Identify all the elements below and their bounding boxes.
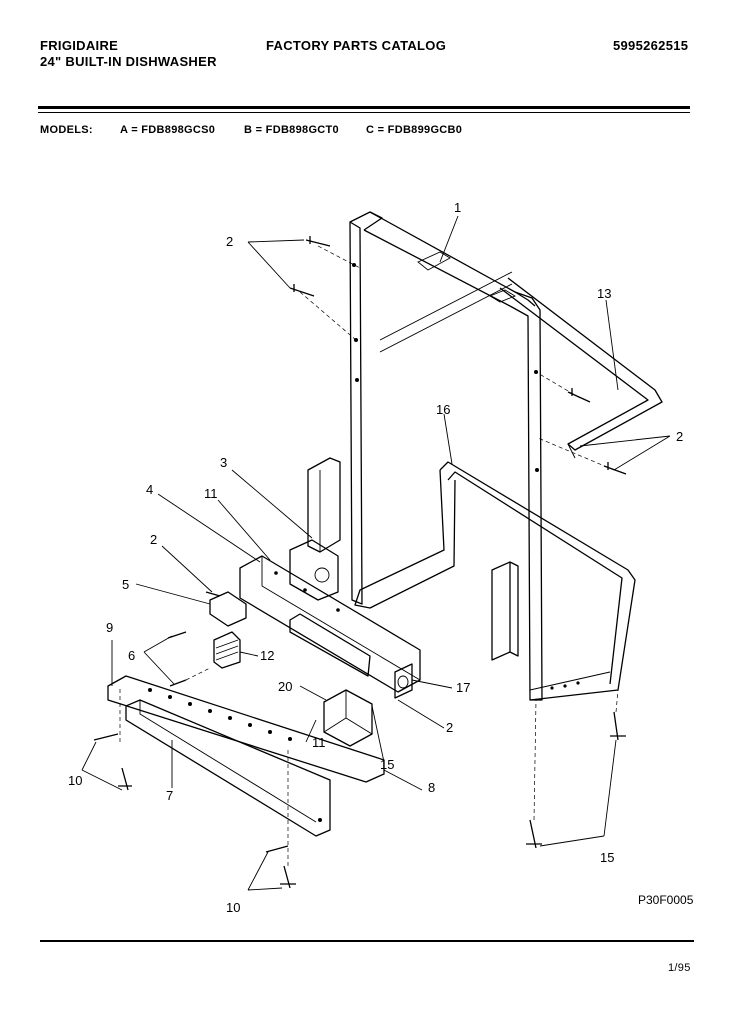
part-screws — [93, 236, 627, 889]
callout-label: 4 — [146, 482, 153, 497]
part-relay-box — [323, 689, 373, 747]
callout-label: 15 — [600, 850, 614, 865]
catalog-title: FACTORY PARTS CATALOG — [266, 38, 447, 53]
header-rule-thick — [38, 106, 690, 109]
footer-date: 1/95 — [668, 962, 691, 974]
model-a: A = FDB898GCS0 — [120, 124, 216, 136]
brand-title: FRIGIDAIRE — [40, 38, 119, 53]
callout-label: 3 — [220, 455, 227, 470]
alignment-line — [535, 371, 581, 399]
header-rule-thin — [38, 112, 690, 113]
product-subtitle: 24" BUILT-IN DISHWASHER — [40, 54, 217, 69]
model-c: C = FDB899GCB0 — [366, 124, 463, 136]
footer-rule — [40, 940, 694, 942]
callout-labels: 1 2 13 2 16 3 4 11 2 5 9 6 12 20 17 2 11… — [68, 200, 683, 915]
callout-label: 17 — [456, 680, 470, 695]
models-label: MODELS: — [40, 124, 93, 136]
part-kick-panel — [107, 675, 385, 837]
alignment-line — [299, 291, 357, 341]
figure-code: P30F0005 — [638, 893, 694, 907]
catalog-number: 5995262515 — [613, 38, 689, 53]
alignment-line — [533, 699, 537, 821]
callout-label: 9 — [106, 620, 113, 635]
model-b: B = FDB898GCT0 — [244, 124, 339, 136]
callout-label: 1 — [454, 200, 461, 215]
callout-label: 20 — [278, 679, 292, 694]
part-frame-upper — [349, 211, 543, 701]
part-coil-spring — [213, 631, 241, 669]
part-control-channel — [239, 555, 421, 699]
callout-label: 7 — [166, 788, 173, 803]
alignment-line — [615, 689, 619, 713]
callout-label: 11 — [204, 486, 218, 501]
callout-label: 2 — [676, 429, 683, 444]
callout-leaders — [81, 215, 671, 891]
callout-label: 13 — [597, 286, 611, 301]
part-side-brace — [499, 277, 663, 459]
callout-label: 16 — [436, 402, 450, 417]
callout-label: 11 — [312, 735, 326, 750]
part-switch — [209, 591, 247, 627]
callout-label: 10 — [68, 773, 82, 788]
callout-label: 2 — [150, 532, 157, 547]
part-rear-bracket — [491, 561, 519, 661]
callout-label: 5 — [122, 577, 129, 592]
part-frame-lower — [354, 461, 636, 701]
part-hinge-bracket — [307, 457, 341, 553]
part-hinge-block — [289, 539, 339, 601]
callout-label: 12 — [260, 648, 274, 663]
callout-label: 10 — [226, 900, 240, 915]
callout-label: 2 — [446, 720, 453, 735]
callout-label: 15 — [380, 757, 394, 772]
callout-label: 8 — [428, 780, 435, 795]
alignment-line — [537, 437, 615, 471]
alignment-line — [317, 245, 361, 269]
alignment-line — [185, 667, 211, 681]
callout-label: 2 — [226, 234, 233, 249]
callout-label: 6 — [128, 648, 135, 663]
